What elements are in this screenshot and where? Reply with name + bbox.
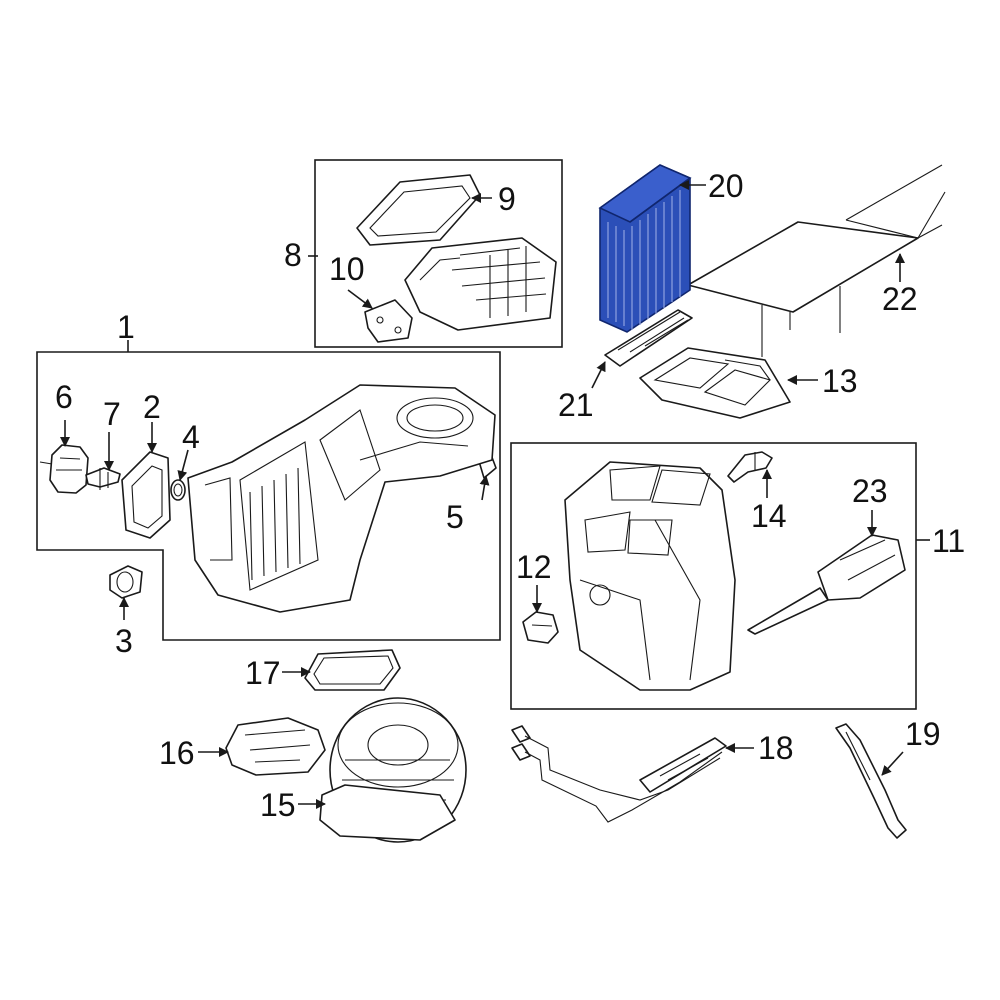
part-17-filter-gasket[interactable] (304, 649, 401, 691)
part-19-hose[interactable] (835, 723, 907, 839)
callout-3: 3 (115, 623, 133, 659)
part-11-hvac-case-rear[interactable] (564, 461, 736, 691)
part-1-hvac-case[interactable] (187, 384, 496, 613)
callout-11: 11 (932, 523, 965, 559)
callout-22: 22 (882, 281, 918, 317)
callout-6: 6 (55, 379, 73, 415)
callout-2: 2 (143, 389, 161, 425)
part-14-sensor[interactable] (727, 451, 773, 483)
callout-9: 9 (498, 181, 516, 217)
part-20-cabin-filter[interactable] (598, 164, 692, 333)
callout-23: 23 (852, 473, 888, 509)
part-7-linkage[interactable] (85, 467, 121, 490)
callout-18: 18 (758, 730, 794, 766)
callout-16: 16 (159, 735, 195, 771)
callout-19: 19 (905, 716, 941, 752)
part-8-housing-upper[interactable] (404, 237, 557, 331)
callout-7: 7 (103, 396, 121, 432)
part-16-blower-resistor[interactable] (225, 717, 326, 776)
callout-14: 14 (751, 498, 787, 534)
callout-4: 4 (182, 419, 200, 455)
callout-5: 5 (446, 499, 464, 535)
group-box-8 (314, 159, 563, 348)
callout-12: 12 (516, 549, 552, 585)
part-4-o-ring[interactable] (170, 479, 186, 501)
group-box-11 (510, 442, 917, 710)
part-6-actuator-motor[interactable] (39, 444, 89, 494)
part-21-filter-cover[interactable] (604, 309, 693, 367)
part-13-filter-housing[interactable] (639, 347, 791, 419)
part-23-duct[interactable] (747, 534, 906, 635)
part-18-heater-core-tubes[interactable] (511, 725, 727, 823)
callout-15: 15 (260, 787, 296, 823)
part-3-grommet[interactable] (109, 565, 143, 599)
part-15-blower-motor[interactable] (319, 697, 467, 843)
callout-21: 21 (558, 387, 594, 423)
part-12-actuator[interactable] (522, 611, 559, 644)
callout-labels: 1 2 3 4 5 6 7 8 9 10 11 12 13 14 15 16 1… (55, 168, 965, 823)
part-10-actuator[interactable] (364, 299, 413, 343)
group-box-1 (36, 351, 501, 641)
part-9-seal-frame[interactable] (356, 174, 481, 246)
callout-8: 8 (284, 237, 302, 273)
callout-17: 17 (245, 655, 281, 691)
callout-20: 20 (708, 168, 744, 204)
callout-1: 1 (117, 309, 135, 345)
callout-10: 10 (329, 251, 365, 287)
part-22-panel[interactable] (687, 164, 946, 357)
callout-13: 13 (822, 363, 858, 399)
part-2-door-seal[interactable] (121, 451, 171, 539)
leader-lines (60, 180, 930, 809)
